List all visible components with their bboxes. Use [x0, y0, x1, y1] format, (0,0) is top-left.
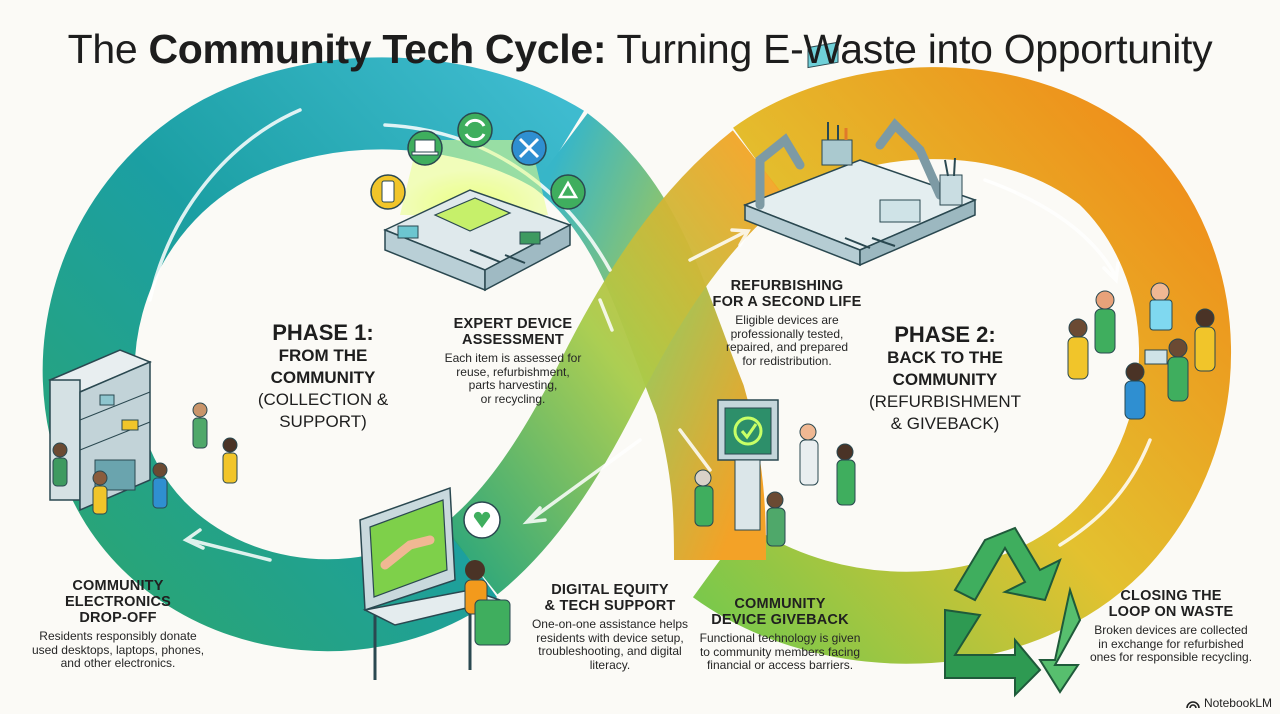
- crossing-band-up: [441, 130, 788, 595]
- step-closing-loop: CLOSING THE LOOP ON WASTE Broken devices…: [1089, 588, 1253, 664]
- step-digital-equity: DIGITAL EQUITY & TECH SUPPORT One-on-one…: [531, 582, 689, 672]
- flow-arrows: [148, 108, 1152, 562]
- recycle-icon: [944, 526, 1082, 698]
- refresh-icon: [457, 112, 493, 148]
- brand-watermark: NotebookLM: [1186, 696, 1272, 710]
- tech-support-illustration: [359, 486, 511, 680]
- heart-bubble-icon: [463, 501, 501, 539]
- crossing-band-down: [531, 113, 766, 561]
- assessment-station-illustration: [370, 112, 586, 292]
- giveback-illustration: [694, 399, 856, 547]
- dropoff-kiosk-illustration: [48, 349, 238, 515]
- recycle-small-icon: [550, 174, 586, 210]
- phase-1-title: PHASE 1:: [272, 320, 374, 345]
- step-dropoff: COMMUNITY ELECTRONICS DROP-OFF Residents…: [31, 578, 205, 670]
- phase-2-label: PHASE 2: BACK TO THE COMMUNITY (REFURBIS…: [860, 322, 1030, 435]
- phase-1-label: PHASE 1: FROM THE COMMUNITY (COLLECTION …: [248, 320, 398, 433]
- refurbishing-workbench-illustration: [742, 41, 978, 267]
- step-giveback: COMMUNITY DEVICE GIVEBACK Functional tec…: [699, 596, 861, 672]
- step-refurbishing: REFURBISHING FOR A SECOND LIFE Eligible …: [712, 278, 862, 368]
- page-title: The Community Tech Cycle: Turning E-Wast…: [67, 26, 1213, 72]
- notebooklm-logo-icon: [1186, 701, 1200, 709]
- tools-icon: [511, 130, 547, 166]
- step-assessment: EXPERT DEVICE ASSESSMENT Each item is as…: [444, 316, 582, 406]
- phone-icon: [370, 174, 406, 210]
- left-loop-band: [42, 57, 584, 652]
- phase-2-title: PHASE 2:: [894, 322, 996, 347]
- laptop-icon: [407, 130, 443, 166]
- brand-label: NotebookLM: [1203, 696, 1272, 710]
- celebrating-people-illustration: [1067, 282, 1216, 420]
